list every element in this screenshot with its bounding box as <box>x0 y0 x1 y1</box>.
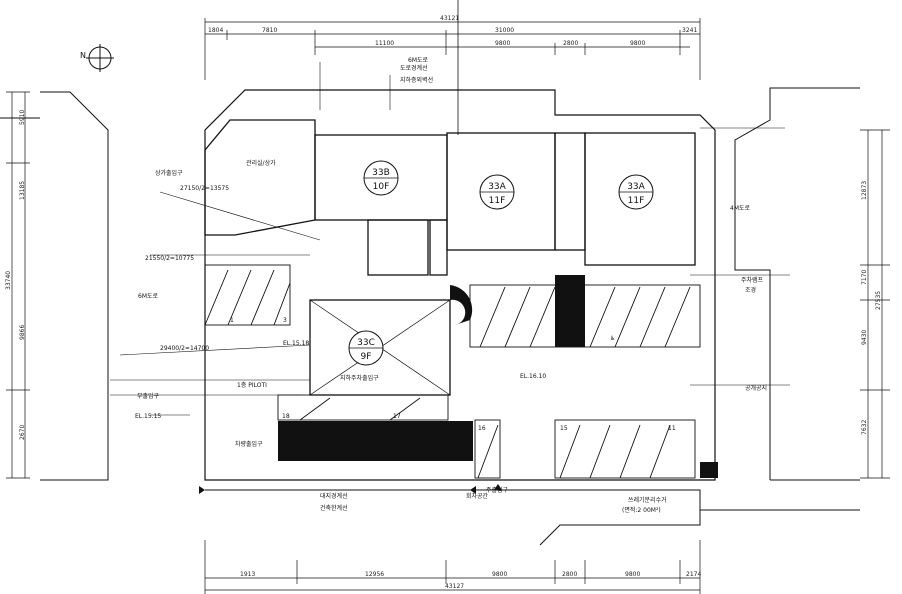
leader-lines <box>110 62 790 416</box>
svg-text:33B: 33B <box>372 168 390 178</box>
svg-text:33A: 33A <box>488 182 506 192</box>
dim-right-total: 27535 <box>875 291 882 310</box>
dim-right-seg-3: 9430 <box>861 330 868 345</box>
label-ramp-note: 27150/2=13575 <box>180 185 229 192</box>
dim-left-seg-2: 13185 <box>19 181 26 200</box>
dim-right-seg-1: 12873 <box>861 181 868 200</box>
adjacent-road-bottom <box>205 489 860 546</box>
top-dimension-lines <box>204 18 701 80</box>
adjacent-road-left <box>0 91 109 481</box>
dim-right-seg-2: 7170 <box>861 270 868 285</box>
label-elevation-a: EL.15.18 <box>283 340 309 347</box>
parking-row-left <box>204 264 291 326</box>
dim-bottom-seg-4: 2800 <box>562 571 577 578</box>
label-garbage: 쓰레기분리수거 <box>628 496 667 504</box>
right-dimension-lines <box>860 129 890 479</box>
dim-bottom-seg-5: 9800 <box>625 571 640 578</box>
site-boundary <box>204 89 716 481</box>
left-dimension-lines <box>6 91 30 479</box>
svg-text:33C: 33C <box>357 338 375 348</box>
svg-text:10F: 10F <box>373 182 390 192</box>
dim-right-seg-4: 7632 <box>861 420 868 435</box>
dim-inner-1: 11100 <box>375 40 394 47</box>
entrance-marker-icon <box>494 484 502 490</box>
dim-top-seg-4: 3241 <box>682 27 697 34</box>
dim-top-seg-2: 7810 <box>262 27 277 34</box>
dim-top-seg-3: 31000 <box>495 27 514 34</box>
parking-number-18: 18 <box>282 413 290 420</box>
label-road-left: 6M도로 <box>138 293 159 300</box>
svg-text:11F: 11F <box>489 196 506 206</box>
building-33b <box>314 134 448 276</box>
dim-bottom-seg-3: 9800 <box>492 571 507 578</box>
arrow-left-icon <box>470 486 476 494</box>
svg-text:9F: 9F <box>361 352 372 362</box>
label-building-line: 지하층외벽선 <box>400 76 433 84</box>
label-vehicle-in: 차량출입구 <box>235 440 263 448</box>
label-open-space: 공개공지 <box>745 384 767 392</box>
dim-top-seg-1: 1804 <box>208 27 223 34</box>
adjacent-road-right <box>734 87 860 481</box>
label-landscape: 조경 <box>745 287 756 294</box>
dim-top-total: 43121 <box>440 15 459 22</box>
unit-badge-33b: 33B 10F <box>363 160 399 196</box>
parking-row-bottom-right <box>474 419 696 479</box>
unit-badge-33c: 33C 9F <box>348 330 384 366</box>
unit-badge-33a-1: 33A 11F <box>479 174 515 210</box>
label-width-note: (면적:2 00M²) <box>622 506 661 514</box>
bottom-dimension-lines <box>204 540 701 594</box>
svg-text:N: N <box>80 51 86 60</box>
dim-left-total: 33740 <box>5 271 12 290</box>
parking-row-bottom-left <box>277 394 449 421</box>
dim-bottom-seg-2: 12956 <box>365 571 384 578</box>
label-ramp-note-2: 29400/2=14700 <box>160 345 209 352</box>
label-sub-entrance: 부출입구 <box>137 392 160 400</box>
svg-text:11F: 11F <box>628 196 645 206</box>
parking-number-16: 16 <box>478 425 486 432</box>
loading-zone-block <box>278 421 473 461</box>
dim-inner-4: 9800 <box>630 40 645 47</box>
svg-text:33A: 33A <box>627 182 645 192</box>
label-shop-entrance: 상가출입구 <box>155 169 183 177</box>
parking-pit-block <box>555 275 585 347</box>
label-pilot: 1층 PILOTI <box>237 381 267 389</box>
dim-left-seg-4: 2670 <box>19 425 26 440</box>
label-elevation-c: EL.16.10 <box>520 373 546 380</box>
unit-badge-33a-2: 33A 11F <box>618 174 654 210</box>
arrow-in-icon <box>199 486 205 494</box>
north-arrow-icon: N <box>80 44 114 72</box>
community-building <box>204 119 316 236</box>
parking-number-11: 11 <box>668 425 676 432</box>
dim-bottom-seg-6: 2174 <box>686 571 701 578</box>
label-ramp-note-3: 21550/2=10775 <box>145 255 194 262</box>
dim-left-seg-3: 9866 <box>19 325 26 340</box>
label-community-shop: 관리실/상가 <box>246 159 276 167</box>
label-hammerhead: 회차공간 <box>466 492 489 500</box>
label-road-top: 6M도로 <box>408 57 429 64</box>
label-road-right: 4M도로 <box>730 205 751 212</box>
dim-inner-2: 9800 <box>495 40 510 47</box>
label-elevation-b: EL.15.15 <box>135 413 161 420</box>
disabled-parking-icon: ♿ <box>610 335 615 342</box>
parking-number-15: 15 <box>560 425 568 432</box>
label-underground-entry: 지하주차출입구 <box>340 374 379 382</box>
parking-number-3: 3 <box>283 317 287 324</box>
label-boundary-line: 도로경계선 <box>400 64 428 72</box>
label-setback: 건축한계선 <box>320 504 348 512</box>
ramp-curve <box>450 285 473 325</box>
dim-bottom-total: 43127 <box>445 583 464 590</box>
dim-bottom-seg-1: 1913 <box>240 571 255 578</box>
dim-inner-3: 2800 <box>563 40 578 47</box>
building-33a-2 <box>554 132 696 266</box>
parking-number-17: 17 <box>393 413 401 420</box>
parking-number-1: 1 <box>230 317 234 324</box>
label-parking-pit: 주차램프 <box>741 276 764 284</box>
corner-block <box>700 462 718 478</box>
dim-left-seg-1: 5910 <box>19 110 26 125</box>
label-site-line: 대지경계선 <box>320 492 348 500</box>
